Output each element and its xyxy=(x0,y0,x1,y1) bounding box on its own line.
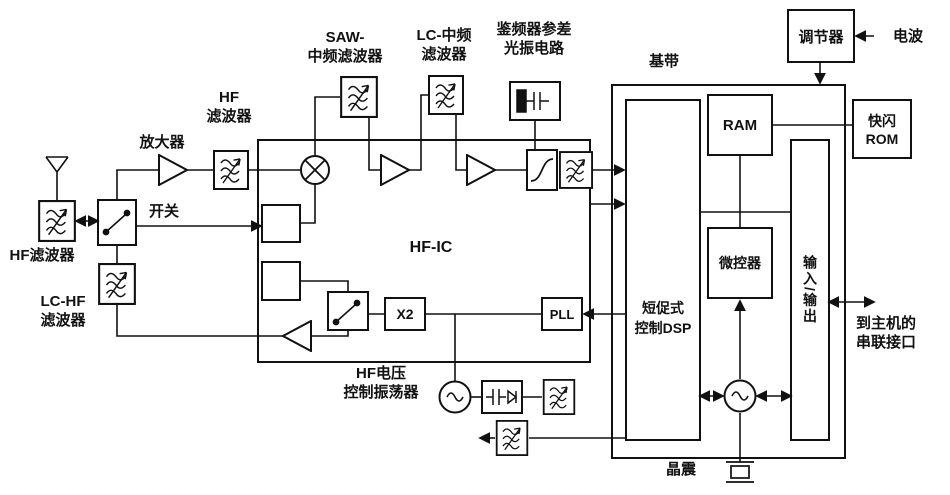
label-hf-vco: HF电压 控制振荡器 xyxy=(343,365,419,402)
microcontroller-box xyxy=(707,227,773,299)
baseband-box xyxy=(611,84,846,459)
io-box xyxy=(790,139,830,441)
label-amplifier: 放大器 xyxy=(139,134,185,151)
label-hf-ic: HF-IC xyxy=(409,239,453,256)
switch-contact-icon xyxy=(102,209,131,236)
crystal-oscillator-icon xyxy=(723,379,757,413)
wire xyxy=(116,169,159,200)
mixer-icon xyxy=(300,155,330,185)
label-saw-if-filter: SAW- 中频滤波器 xyxy=(307,29,383,66)
label-ram: RAM xyxy=(722,116,758,134)
post-discriminator-filter-icon xyxy=(559,151,593,189)
label-microcontroller: 微控器 xyxy=(719,255,761,271)
pll-box xyxy=(541,297,583,331)
label-dsp: 短促式 控制DSP xyxy=(634,300,692,336)
label-hf-filter-left: HF滤波器 xyxy=(9,247,75,264)
buffer-box-2 xyxy=(261,261,301,301)
hf-filter-icon xyxy=(213,150,249,190)
wire xyxy=(409,94,428,171)
tx-switch-contact-icon xyxy=(332,299,361,326)
dsp-box xyxy=(625,99,701,441)
wire xyxy=(116,305,283,337)
s-curve-icon xyxy=(530,158,554,182)
label-switch: 开关 xyxy=(148,203,179,220)
label-radio-wave: 电波 xyxy=(892,28,923,45)
wire xyxy=(300,184,316,224)
wire xyxy=(368,118,381,171)
connector-lines xyxy=(45,30,876,462)
flash-rom-box xyxy=(852,99,912,159)
label-flash-rom: 快闪 ROM xyxy=(865,113,899,147)
antenna-icon xyxy=(45,156,69,200)
crystal-resonator-icon xyxy=(726,461,754,483)
label-baseband: 基带 xyxy=(648,53,679,70)
resonator-capacitor-icon xyxy=(516,89,549,113)
pa-amplifier-icon xyxy=(282,320,312,352)
wire xyxy=(311,330,349,337)
amplifier-icon-1 xyxy=(158,154,188,186)
label-lc-if-filter: LC-中频 滤波器 xyxy=(416,27,472,64)
vco-oscillator-icon xyxy=(438,380,472,414)
buffer-box-1 xyxy=(261,204,301,243)
hf-filter-antenna-icon xyxy=(38,200,76,242)
vco-filter-icon xyxy=(542,379,576,415)
saw-if-filter-icon xyxy=(340,76,378,118)
label-discriminator: 鉴频器参差 光振电路 xyxy=(496,21,572,58)
reference-filter-icon xyxy=(495,420,529,456)
wire xyxy=(455,115,467,171)
label-crystal: 晶震 xyxy=(665,461,696,478)
label-pll: PLL xyxy=(549,306,575,322)
lc-hf-filter-icon xyxy=(98,263,136,305)
wire xyxy=(300,280,349,292)
lc-if-filter-icon xyxy=(428,75,464,115)
amplifier-icon-2 xyxy=(380,154,410,186)
varactor-capacitor-icon xyxy=(486,389,518,405)
amplifier-icon-3 xyxy=(466,154,496,186)
wire xyxy=(314,96,340,156)
label-x2: X2 xyxy=(396,306,414,322)
label-io: 输入/输出 xyxy=(802,255,818,325)
label-hf-filter-top: HF 滤波器 xyxy=(206,89,252,126)
hf-ic-box xyxy=(257,139,591,363)
label-regulator: 调节器 xyxy=(798,28,844,46)
label-serial-interface: 到主机的 串联接口 xyxy=(856,315,917,352)
label-lc-hf-filter: LC-HF 滤波器 xyxy=(40,293,86,330)
regulator-box xyxy=(787,9,855,63)
